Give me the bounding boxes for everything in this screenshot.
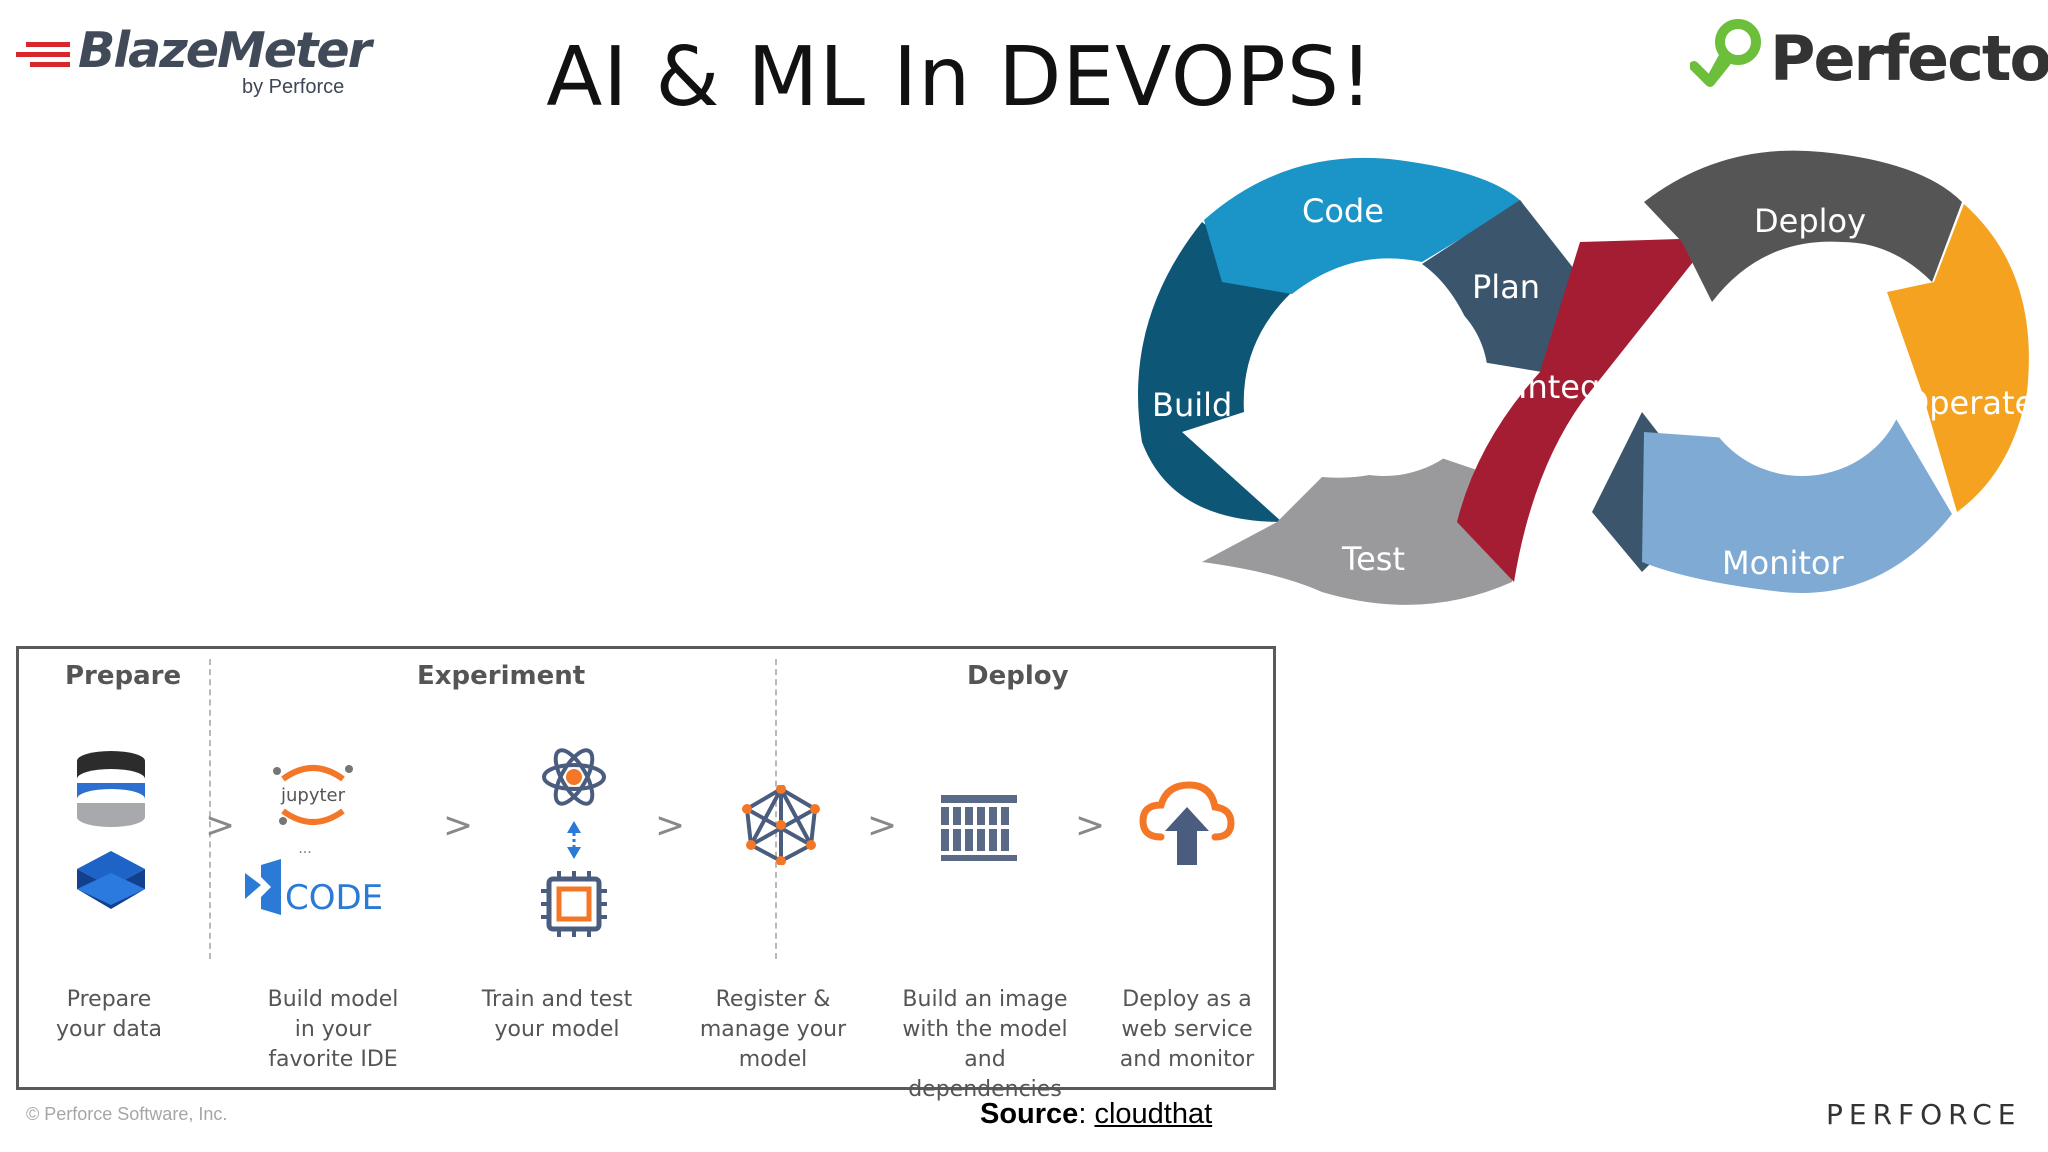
phase-experiment: Experiment: [417, 661, 586, 691]
chevron-right-icon: >: [867, 805, 898, 846]
source-label: Source: [980, 1098, 1079, 1130]
phase-prepare: Prepare: [65, 661, 182, 691]
blazemeter-wordmark: BlazeMeter: [78, 22, 372, 79]
perfecto-logo: Perfecto: [1684, 14, 2048, 95]
perfecto-check-icon: [1690, 19, 1761, 87]
segment-deploy: [1644, 150, 1962, 302]
speed-lines-icon: [16, 42, 70, 67]
ide-icon: jupyter ... CODE: [245, 765, 383, 918]
blazemeter-byline: by Perforce: [242, 76, 345, 98]
segment-code: [1204, 157, 1522, 294]
chevron-right-icon: >: [655, 805, 686, 846]
ml-pipeline-diagram: Prepare Experiment Deploy > jupyter ... …: [16, 646, 1276, 1102]
source-citation: Source: cloudthat: [980, 1098, 1212, 1131]
segment-build: [1138, 222, 1292, 522]
perfecto-wordmark: Perfecto: [1770, 22, 2048, 95]
ellipsis-icon: ...: [298, 841, 311, 857]
devops-loop-graphic: [1138, 150, 2029, 605]
phase-divider: [775, 659, 777, 959]
copyright-notice: © Perforce Software, Inc.: [26, 1104, 228, 1124]
segment-integrate: [1457, 238, 1712, 582]
chevron-right-icon: >: [443, 805, 474, 846]
segment-test: [1202, 452, 1512, 605]
loop-label-code: Code: [1302, 192, 1384, 230]
container-image-icon: [939, 791, 1019, 863]
database-icon: [77, 751, 145, 909]
segment-operate: [1887, 204, 2029, 512]
perforce-wordmark: PERFORCE: [1826, 1098, 2022, 1131]
loop-label-monitor: Monitor: [1722, 544, 1844, 582]
jupyter-wordmark: jupyter: [280, 785, 346, 806]
loop-label-plan: Plan: [1472, 268, 1541, 306]
segment-monitor: [1642, 412, 1952, 594]
source-separator: :: [1078, 1098, 1095, 1130]
model-network-icon: [742, 785, 820, 865]
loop-label-deploy: Deploy: [1754, 202, 1867, 240]
phase-deploy: Deploy: [967, 661, 1069, 691]
loop-label-integrate: Integrate: [1518, 368, 1666, 406]
slide-title: AI & ML In DEVOPS!: [546, 30, 1374, 125]
chevron-right-icon: >: [205, 805, 236, 846]
loop-label-test: Test: [1342, 540, 1406, 578]
phase-divider: [209, 659, 211, 959]
vscode-wordmark: CODE: [285, 878, 383, 918]
segment-plan: [1422, 200, 1592, 372]
cloud-upload-icon: [1139, 781, 1235, 865]
loop-label-build: Build: [1152, 386, 1233, 424]
devops-infinity-loop: Code Plan Build Integrate Test Deploy Op…: [1122, 142, 2040, 638]
chevron-right-icon: >: [1075, 805, 1106, 846]
train-icon: [541, 748, 607, 937]
loop-label-operate: Operate: [1904, 384, 2035, 422]
blazemeter-logo: BlazeMeter by Perforce: [12, 14, 372, 98]
source-link[interactable]: cloudthat: [1094, 1098, 1213, 1130]
